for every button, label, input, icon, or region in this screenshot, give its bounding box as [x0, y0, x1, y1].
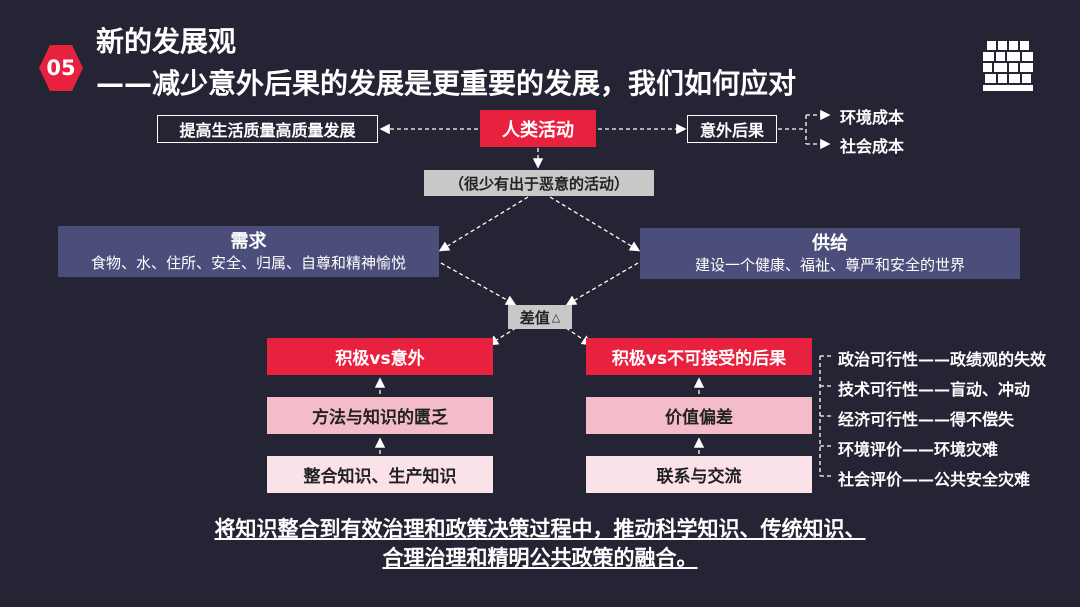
supply-description: 建设一个健康、福祉、尊严和安全的世界	[694, 255, 965, 274]
demand-box: 需求 食物、水、住所、安全、归属、自尊和精神愉悦	[58, 226, 439, 277]
page-subtitle: ——减少意外后果的发展是更重要的发展，我们如何应对	[96, 67, 797, 100]
conclusion-line-2: 合理治理和精明公共政策的融合。	[382, 546, 698, 570]
delta-icon: △	[551, 310, 561, 324]
supply-title: 供给	[812, 232, 848, 254]
unintended-consequences-box: 意外后果	[687, 115, 777, 143]
rarely-malicious-box: （很少有出于恶意的活动）	[424, 170, 654, 196]
feasibility-item: 环境评价——环境灾难	[838, 440, 999, 459]
positive-vs-unintended-box: 积极vs意外	[267, 338, 493, 375]
lack-of-knowledge-box: 方法与知识的匮乏	[267, 397, 493, 434]
integrate-knowledge-box: 整合知识、生产知识	[267, 456, 493, 493]
feasibility-item: 政治可行性——政绩观的失效	[838, 350, 1047, 369]
value-deviation-box: 价值偏差	[586, 397, 812, 434]
conclusion-line-1: 将知识整合到有效治理和政策决策过程中，推动科学知识、传统知识、	[214, 517, 866, 541]
human-activity-box: 人类活动	[480, 110, 596, 147]
feasibility-item: 技术可行性——盲动、冲动	[838, 380, 1031, 399]
demand-description: 食物、水、住所、安全、归属、自尊和精神愉悦	[90, 253, 406, 272]
gap-box: 差值 △	[508, 305, 572, 329]
gap-label: 差值	[519, 308, 550, 327]
social-cost-label: 社会成本	[840, 137, 905, 156]
quality-development-box: 提高生活质量高质量发展	[157, 115, 378, 143]
supply-box: 供给 建设一个健康、福祉、尊严和安全的世界	[640, 228, 1020, 279]
grid-logo-icon	[983, 41, 1033, 91]
communication-box: 联系与交流	[586, 456, 812, 493]
feasibility-item: 经济可行性——得不偿失	[838, 410, 1015, 429]
feasibility-item: 社会评价——公共安全灾难	[838, 470, 1031, 489]
page-title: 新的发展观	[96, 25, 237, 58]
environment-cost-label: 环境成本	[840, 108, 905, 127]
positive-vs-unacceptable-box: 积极vs不可接受的后果	[586, 338, 812, 375]
demand-title: 需求	[230, 230, 267, 252]
